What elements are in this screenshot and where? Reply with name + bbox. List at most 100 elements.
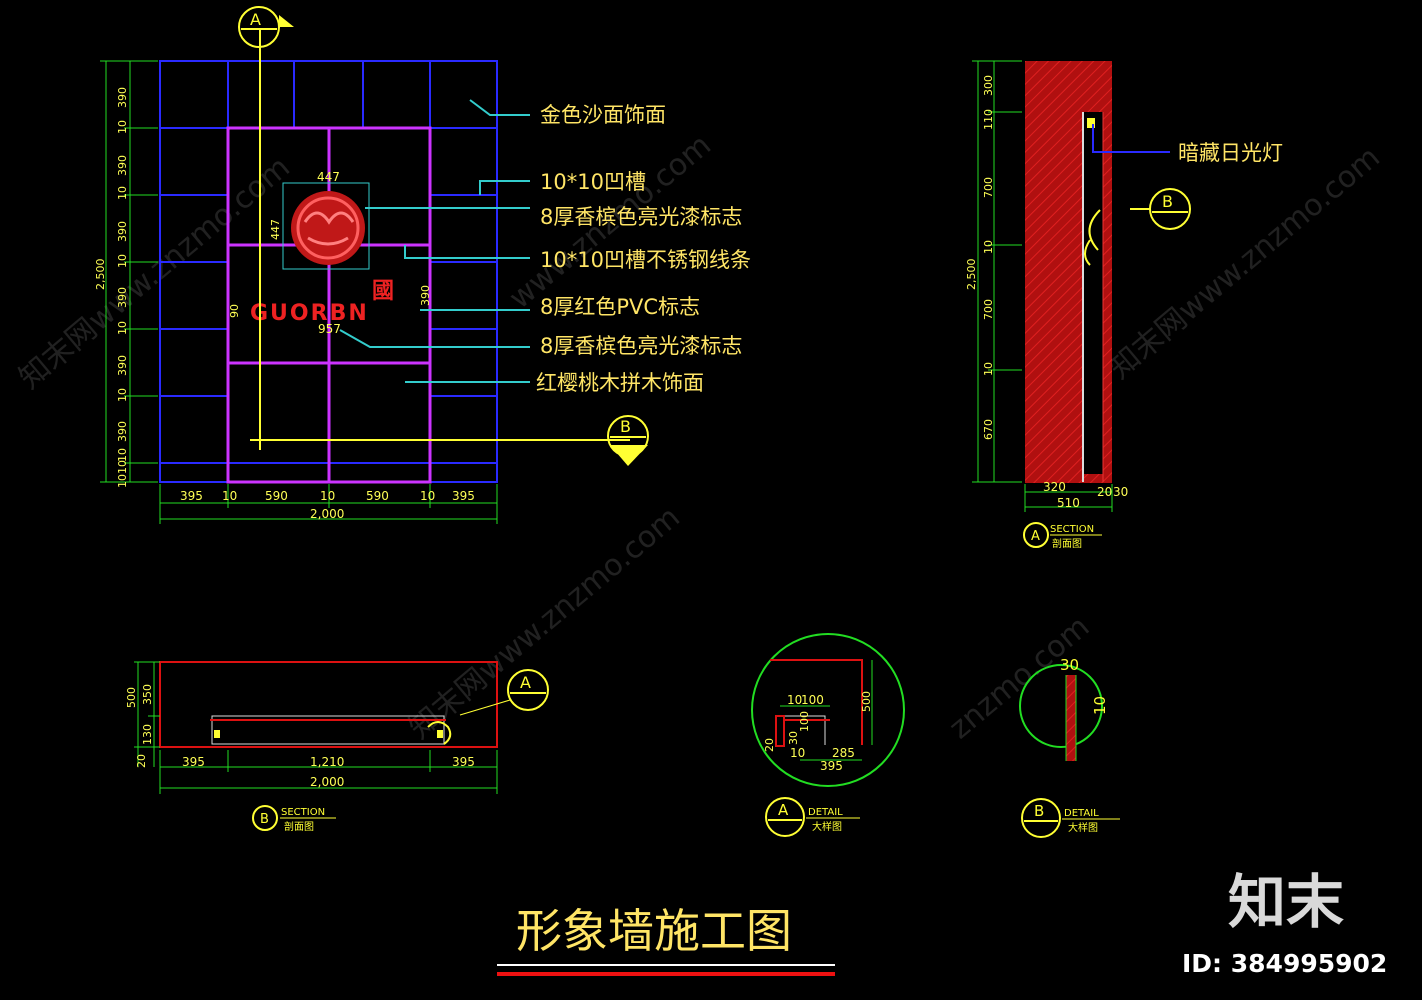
svg-text:10: 10 bbox=[116, 448, 129, 462]
svg-text:A: A bbox=[520, 673, 531, 692]
svg-text:8厚香槟色亮光漆标志: 8厚香槟色亮光漆标志 bbox=[540, 334, 742, 358]
svg-text:10: 10 bbox=[116, 388, 129, 402]
svg-text:B: B bbox=[1034, 802, 1044, 820]
svg-text:390: 390 bbox=[116, 287, 129, 308]
watermark: 知末网www.znzmo.com bbox=[403, 500, 687, 746]
svg-text:1,210: 1,210 bbox=[310, 755, 344, 769]
svg-text:700: 700 bbox=[982, 299, 995, 320]
callout-leaders bbox=[339, 99, 530, 383]
svg-text:390: 390 bbox=[116, 355, 129, 376]
svg-text:395: 395 bbox=[452, 489, 475, 503]
dim-text: 2,500 bbox=[94, 259, 107, 291]
svg-text:大样图: 大样图 bbox=[812, 820, 842, 833]
svg-text:剖面图: 剖面图 bbox=[1052, 537, 1082, 550]
svg-text:395: 395 bbox=[182, 755, 205, 769]
logo-dim-box bbox=[282, 182, 370, 270]
svg-text:10: 10 bbox=[790, 746, 805, 760]
detail-a-label: A DETAIL 大样图 bbox=[765, 797, 860, 837]
svg-text:110: 110 bbox=[982, 109, 995, 130]
section-a-view: 暗藏日光灯 B 2,500 300 110 700 10 700 10 670 bbox=[965, 60, 1283, 550]
svg-text:590: 590 bbox=[265, 489, 288, 503]
svg-text:B: B bbox=[1162, 192, 1173, 211]
svg-text:100: 100 bbox=[798, 711, 811, 732]
svg-text:395: 395 bbox=[452, 755, 475, 769]
section-a-label: A SECTION 剖面图 bbox=[1023, 522, 1102, 550]
lamp-note: 暗藏日光灯 bbox=[1178, 141, 1283, 165]
svg-text:30: 30 bbox=[1060, 656, 1079, 674]
svg-text:A: A bbox=[1031, 529, 1040, 544]
section-a-vdims bbox=[972, 60, 1022, 483]
dim-text: 390 bbox=[419, 285, 432, 306]
svg-text:1010: 1010 bbox=[116, 460, 129, 488]
vertical-dimension-chain bbox=[100, 60, 158, 483]
section-marker-a: A bbox=[238, 6, 294, 48]
detail-b-view: 30 10 B DETAIL 大样图 bbox=[1019, 656, 1120, 838]
svg-text:130: 130 bbox=[141, 724, 154, 745]
callout-notes: 金色沙面饰面 10*10凹槽 8厚香槟色亮光漆标志 10*10凹槽不锈钢线条 8… bbox=[536, 103, 751, 395]
svg-text:320: 320 bbox=[1043, 480, 1066, 494]
svg-text:350: 350 bbox=[141, 684, 154, 705]
dim-text: 90 bbox=[228, 304, 241, 318]
svg-text:510: 510 bbox=[1057, 496, 1080, 510]
svg-text:10*10凹槽: 10*10凹槽 bbox=[540, 170, 646, 194]
svg-text:10: 10 bbox=[320, 489, 335, 503]
logo-mark: 國 bbox=[372, 279, 394, 304]
svg-text:10: 10 bbox=[116, 120, 129, 134]
brand-watermark: 知末 ID: 384995902 bbox=[1182, 868, 1387, 978]
watermark: 知末网www.znzmo.com bbox=[13, 150, 297, 396]
svg-text:10: 10 bbox=[116, 254, 129, 268]
svg-text:500: 500 bbox=[860, 691, 873, 712]
svg-text:DETAIL: DETAIL bbox=[1064, 808, 1099, 819]
svg-text:2,000: 2,000 bbox=[310, 507, 344, 521]
horizontal-dim-labels: 395 10 590 10 590 10 395 2,000 bbox=[180, 489, 475, 521]
logo-text: GUORBN bbox=[250, 301, 369, 326]
svg-text:100: 100 bbox=[801, 693, 824, 707]
svg-text:30: 30 bbox=[787, 731, 800, 745]
dim-text: 2,500 bbox=[965, 259, 978, 291]
brand-id: ID: 384995902 bbox=[1182, 949, 1387, 978]
svg-text:B: B bbox=[620, 417, 631, 436]
drawing-title: 形象墙施工图 bbox=[516, 904, 792, 958]
dim-text: 957 bbox=[318, 322, 341, 336]
svg-text:红樱桃木拼木饰面: 红樱桃木拼木饰面 bbox=[536, 371, 704, 395]
svg-text:大样图: 大样图 bbox=[1068, 821, 1098, 834]
svg-text:390: 390 bbox=[116, 221, 129, 242]
svg-text:285: 285 bbox=[832, 746, 855, 760]
svg-text:20: 20 bbox=[135, 754, 148, 768]
svg-text:390: 390 bbox=[116, 87, 129, 108]
svg-text:10: 10 bbox=[116, 186, 129, 200]
vertical-dim-labels: 390 10 390 10 390 10 390 10 390 10 390 1… bbox=[116, 87, 129, 488]
svg-text:10: 10 bbox=[982, 240, 995, 254]
svg-text:390: 390 bbox=[116, 421, 129, 442]
svg-text:500: 500 bbox=[125, 687, 138, 708]
svg-text:20: 20 bbox=[1097, 485, 1112, 499]
svg-text:B: B bbox=[260, 812, 269, 827]
svg-text:10: 10 bbox=[420, 489, 435, 503]
svg-text:10: 10 bbox=[982, 362, 995, 376]
logo-emblem bbox=[291, 191, 365, 265]
svg-text:590: 590 bbox=[366, 489, 389, 503]
svg-text:A: A bbox=[250, 10, 261, 29]
horizontal-dimension-chain bbox=[159, 484, 498, 524]
svg-text:金色沙面饰面: 金色沙面饰面 bbox=[540, 103, 666, 127]
svg-text:DETAIL: DETAIL bbox=[808, 807, 843, 818]
section-b-view: A 500 350 130 20 395 1,210 395 2,000 B S… bbox=[125, 661, 549, 833]
svg-text:剖面图: 剖面图 bbox=[284, 820, 314, 833]
svg-text:8厚香槟色亮光漆标志: 8厚香槟色亮光漆标志 bbox=[540, 205, 742, 229]
svg-text:10*10凹槽不锈钢线条: 10*10凹槽不锈钢线条 bbox=[540, 248, 751, 272]
svg-text:300: 300 bbox=[982, 75, 995, 96]
brand-logo: 知末 bbox=[1228, 868, 1344, 936]
svg-text:30: 30 bbox=[1113, 485, 1128, 499]
section-marker-b: B bbox=[607, 415, 649, 466]
svg-text:2,000: 2,000 bbox=[310, 775, 344, 789]
svg-text:10: 10 bbox=[1091, 696, 1109, 715]
svg-text:20: 20 bbox=[763, 738, 776, 752]
section-b-marker: A bbox=[459, 669, 549, 716]
svg-text:670: 670 bbox=[982, 419, 995, 440]
drawing-title-block: 形象墙施工图 bbox=[497, 904, 835, 976]
detail-a-view: 10 100 500 20 30 100 10 285 395 A DETAIL… bbox=[751, 633, 905, 837]
svg-text:A: A bbox=[778, 801, 789, 819]
elevation-view: GUORBN 國 447 447 957 390 90 A B bbox=[94, 6, 751, 524]
section-a-marker: B bbox=[1130, 188, 1191, 230]
